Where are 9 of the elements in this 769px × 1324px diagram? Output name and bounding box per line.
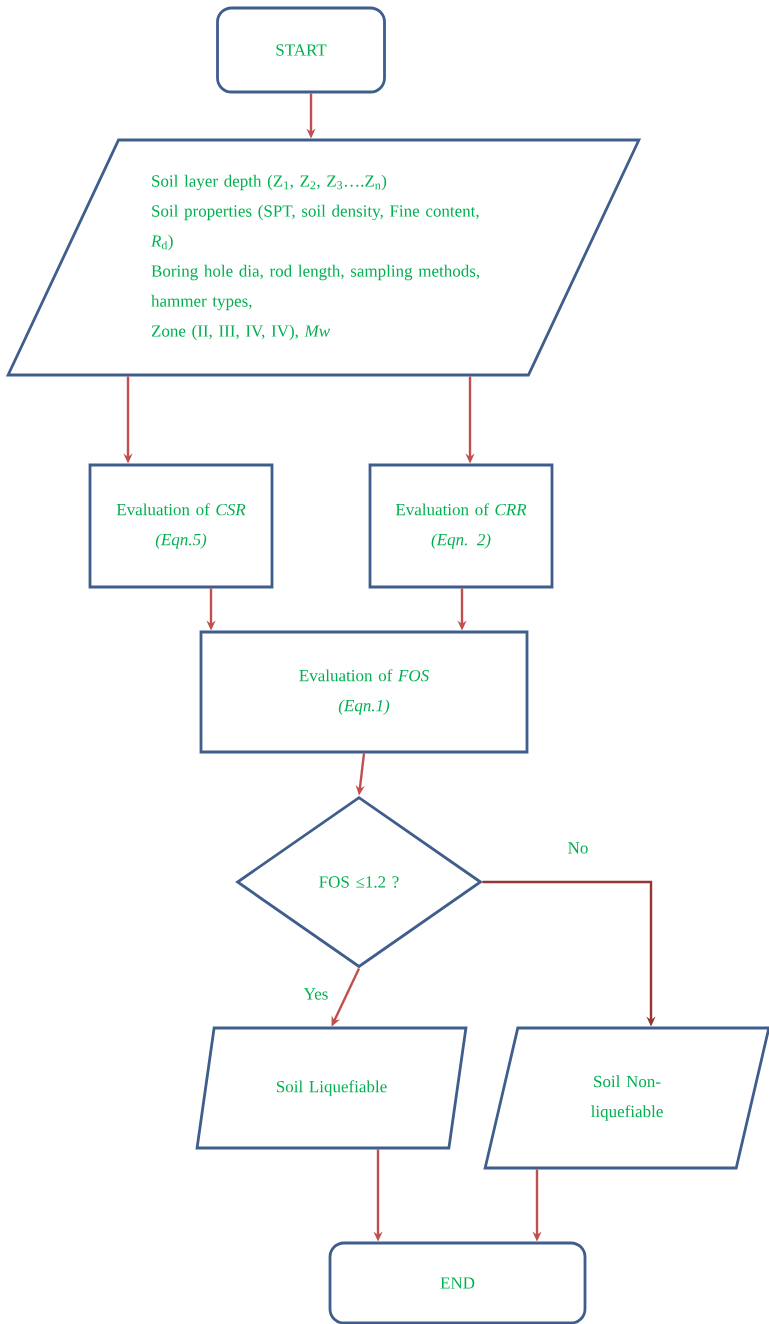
- end-terminal: END: [328, 1241, 587, 1324]
- output-parallelogram: Soil Liquefiable: [195, 1026, 468, 1150]
- process-box: Evaluation of CRR (Eqn. 2): [368, 463, 554, 589]
- start-terminal: START: [216, 6, 386, 94]
- edge-label: No: [566, 841, 590, 855]
- output-parallelogram: Soil Non-liquefiable: [483, 1026, 769, 1170]
- process-box: Evaluation of FOS (Eqn.1): [199, 630, 529, 754]
- process-box: Evaluation of CSR (Eqn.5): [88, 463, 274, 589]
- edge-label: Yes: [302, 987, 330, 1001]
